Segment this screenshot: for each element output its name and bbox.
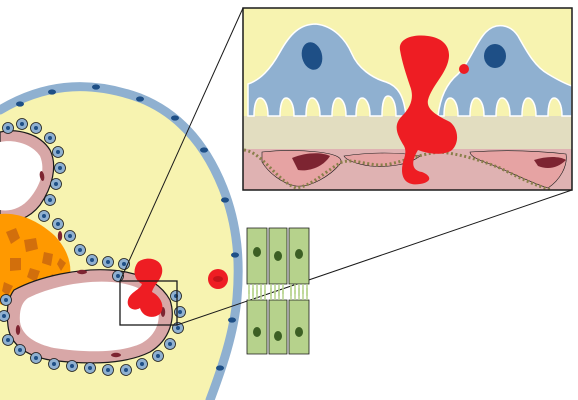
capillary-lumen-lower bbox=[19, 281, 159, 352]
inset-fenestration-chain bbox=[243, 148, 553, 190]
capillary-lumen-upper bbox=[0, 141, 43, 211]
zoom-box bbox=[119, 280, 178, 326]
inset-leak-droplet bbox=[459, 64, 469, 74]
inset-endothelial-nucleus-left bbox=[292, 153, 330, 171]
inset-border bbox=[242, 7, 573, 191]
podocytes bbox=[0, 118, 186, 376]
proximal-tubule-cells bbox=[246, 227, 310, 355]
parietal-nuclei bbox=[16, 84, 239, 371]
inset-protein-leak bbox=[396, 35, 458, 185]
inset-podocyte-left bbox=[247, 23, 407, 117]
endothelial-nuclei bbox=[15, 171, 166, 358]
parietal-epithelium bbox=[0, 82, 243, 400]
inset-podocyte-nucleus-left bbox=[301, 42, 323, 70]
connector-line-top bbox=[119, 7, 244, 282]
connector-line-bottom bbox=[176, 189, 573, 326]
inset-panel bbox=[242, 7, 573, 191]
glomerulus bbox=[0, 82, 243, 400]
inset-endothelial-nucleus-right bbox=[534, 157, 566, 168]
inset-podocyte-nucleus-right bbox=[484, 44, 506, 68]
red-blood-cell bbox=[208, 269, 228, 289]
inset-podocyte-right bbox=[437, 24, 572, 117]
protein-leak bbox=[127, 258, 163, 317]
